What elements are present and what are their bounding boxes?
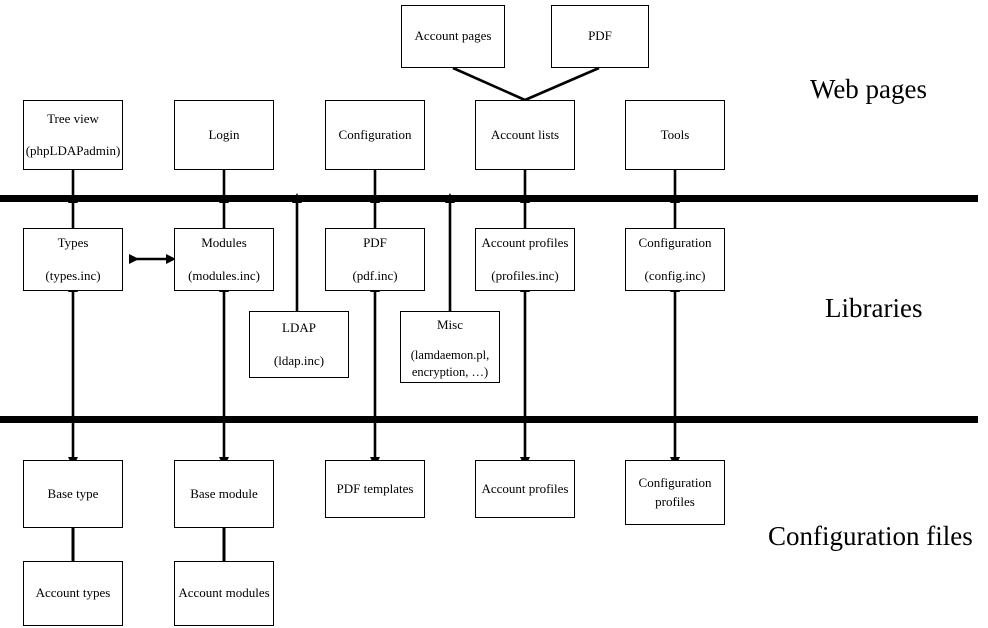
support-library-arrows: [292, 193, 455, 311]
node-account-modules-label: Account modules: [178, 585, 270, 601]
node-base-module-label: Base module: [190, 485, 258, 501]
node-profiles-lib-title: Account profiles: [481, 235, 569, 251]
node-configuration-page[interactable]: Configuration: [325, 100, 425, 170]
node-tree-view-title: Tree view: [47, 110, 99, 126]
config-to-library-arrows: [68, 282, 680, 417]
node-misc-lib-detail-1: (lamdaemon.pl,: [410, 348, 490, 363]
bar-to-config-arrows: [68, 423, 680, 467]
node-config-lib[interactable]: Configuration (config.inc): [625, 228, 725, 291]
node-configuration-profiles-file[interactable]: Configuration profiles: [625, 460, 725, 525]
node-types-lib-file: (types.inc): [45, 267, 101, 283]
node-ldap-lib-file: (ldap.inc): [273, 352, 325, 368]
node-tools-label: Tools: [660, 126, 690, 142]
node-config-lib-title: Configuration: [638, 235, 712, 251]
node-pdf-templates-label: PDF templates: [336, 480, 414, 496]
node-base-type-label: Base type: [47, 485, 99, 501]
converging-connectors: [452, 66, 600, 102]
node-account-pages[interactable]: Account pages: [401, 5, 505, 68]
node-misc-lib-title: Misc: [437, 317, 463, 332]
node-account-types-label: Account types: [35, 585, 111, 601]
node-ldap-lib[interactable]: LDAP (ldap.inc): [249, 311, 349, 378]
node-login[interactable]: Login: [174, 100, 274, 170]
node-configuration-profiles-file-label-1: Configuration: [638, 475, 712, 491]
node-types-lib[interactable]: Types (types.inc): [23, 228, 123, 291]
node-pdf-templates[interactable]: PDF templates: [325, 460, 425, 518]
node-profiles-lib-file: (profiles.inc): [491, 267, 559, 283]
node-modules-lib[interactable]: Modules (modules.inc): [174, 228, 274, 291]
library-to-bar-arrows: [68, 193, 680, 228]
node-ldap-lib-title: LDAP: [282, 320, 316, 336]
node-config-lib-file: (config.inc): [644, 267, 706, 283]
node-misc-lib[interactable]: Misc (lamdaemon.pl, encryption, …): [400, 311, 500, 383]
node-account-lists-label: Account lists: [490, 126, 560, 142]
web-libraries-divider: [0, 195, 978, 202]
node-pdf-source[interactable]: PDF: [551, 5, 649, 68]
node-pdf-lib[interactable]: PDF (pdf.inc): [325, 228, 425, 291]
base-to-account-connectors: [71, 528, 226, 561]
node-pdf-lib-title: PDF: [363, 235, 387, 251]
band-label-libraries: Libraries: [825, 293, 923, 323]
node-account-modules[interactable]: Account modules: [174, 561, 274, 626]
node-login-label: Login: [208, 126, 240, 142]
node-account-profiles-file-label: Account profiles: [481, 480, 569, 496]
node-tree-view-subtitle: (phpLDAPadmin): [25, 143, 121, 158]
node-tree-view[interactable]: Tree view (phpLDAPadmin): [23, 100, 123, 170]
node-types-lib-title: Types: [57, 235, 89, 251]
band-label-configuration-files: Configuration files: [768, 521, 973, 551]
node-account-pages-label: Account pages: [414, 28, 492, 44]
node-account-types[interactable]: Account types: [23, 561, 123, 626]
libraries-config-divider: [0, 416, 978, 423]
band-label-web-pages: Web pages: [810, 74, 928, 104]
node-modules-lib-title: Modules: [201, 235, 247, 251]
node-misc-lib-detail-2: encryption, …): [411, 365, 489, 380]
node-pdf-lib-file: (pdf.inc): [352, 267, 398, 283]
node-base-module[interactable]: Base module: [174, 460, 274, 528]
node-base-type[interactable]: Base type: [23, 460, 123, 528]
node-tools[interactable]: Tools: [625, 100, 725, 170]
node-account-lists[interactable]: Account lists: [475, 100, 575, 170]
node-account-profiles-file[interactable]: Account profiles: [475, 460, 575, 518]
node-pdf-source-label: PDF: [588, 28, 612, 44]
node-configuration-page-label: Configuration: [338, 126, 412, 142]
web-to-bar-arrows: [68, 170, 680, 205]
node-configuration-profiles-file-label-2: profiles: [655, 493, 695, 509]
node-modules-lib-file: (modules.inc): [188, 267, 260, 283]
node-profiles-lib[interactable]: Account profiles (profiles.inc): [475, 228, 575, 291]
